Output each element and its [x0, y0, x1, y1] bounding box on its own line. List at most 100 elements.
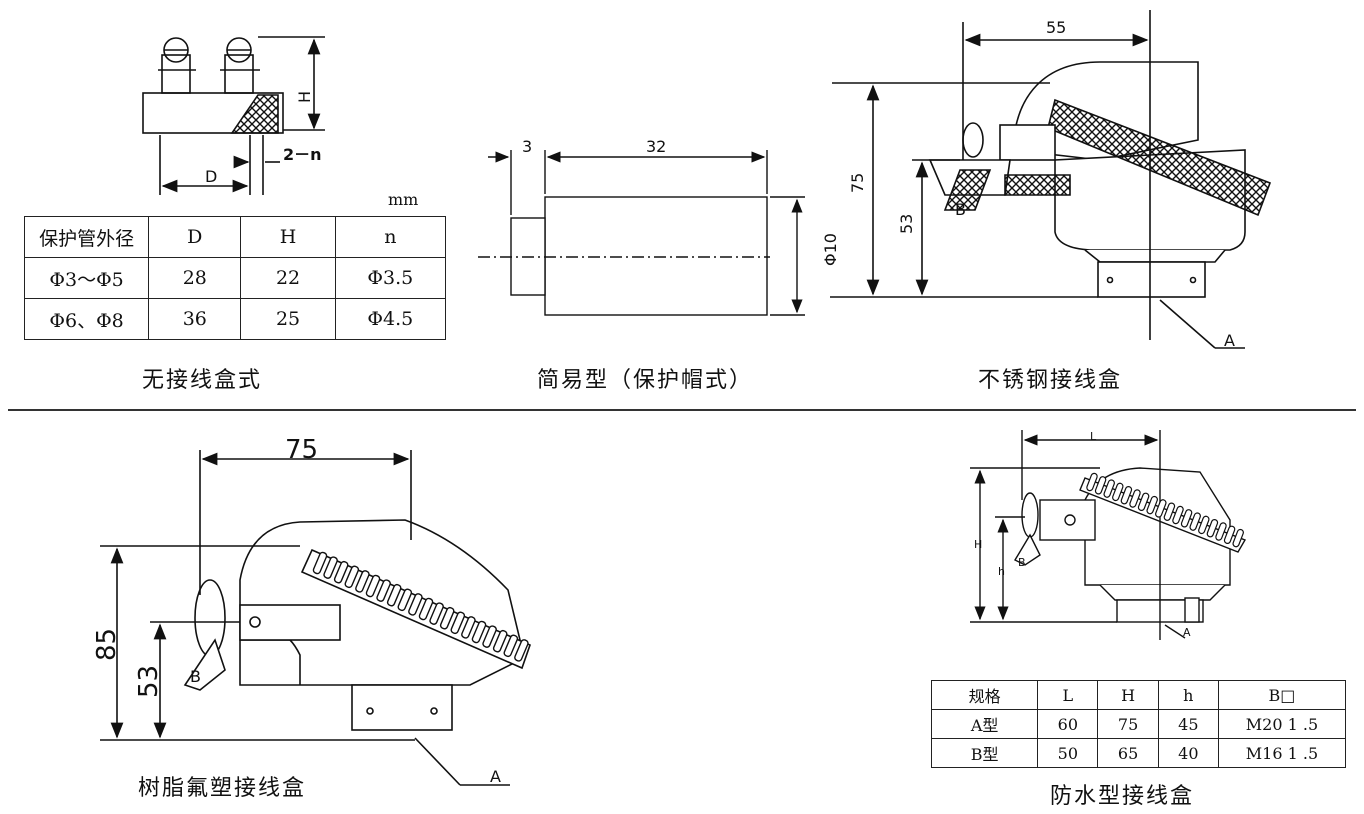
lid-rib [1215, 522, 1227, 541]
lid-rib [1206, 518, 1219, 538]
header-cell: B□ [1217, 680, 1347, 710]
lid-rib [312, 551, 328, 575]
lid-rib [503, 634, 519, 658]
table-cell: B型 [930, 738, 1039, 768]
lid-rib [323, 556, 338, 579]
table-cell: Φ6、Φ8 [23, 298, 150, 340]
header-cell: 保护管外径 [23, 216, 150, 258]
dim-phi10-label: Φ10 [821, 233, 840, 266]
caption-no-box: 无接线盒式 [142, 368, 263, 393]
header-cell: n [334, 216, 447, 258]
lid-rib [1198, 515, 1210, 535]
label-a-waterproof: A [1183, 626, 1191, 639]
header-cell: L [1037, 680, 1099, 710]
dim-53-resin-label: 53 [134, 665, 164, 698]
dim-75-label: 75 [848, 173, 867, 193]
caption-stainless: 不锈钢接线盒 [978, 368, 1123, 393]
table-row: A型 60 75 45 M20 1 .5 [930, 709, 1347, 739]
no-box-drawing [142, 36, 325, 195]
table-cell: 75 [1097, 709, 1159, 739]
label-b-resin: B [190, 667, 201, 686]
lid-rib [1180, 509, 1193, 528]
dim-53-label: 53 [897, 214, 916, 234]
stainless-box-drawing [830, 10, 1272, 349]
table-cell: Φ4.5 [334, 298, 447, 340]
label-b: B [955, 200, 966, 219]
table-cell: 50 [1037, 738, 1099, 768]
lid-rib [439, 606, 455, 630]
lid-rib [344, 565, 360, 589]
lid-rib [376, 579, 391, 602]
lid-rib [408, 593, 423, 616]
lid-rib [514, 639, 529, 662]
header-cell: h [1157, 680, 1219, 710]
table-row: Φ3～Φ5 28 22 Φ3.5 [23, 257, 447, 299]
table-cell: 40 [1157, 738, 1219, 768]
table-cell: A型 [930, 709, 1039, 739]
header-cell: D [148, 216, 242, 258]
lid-rib [1094, 476, 1107, 495]
table-cell: 65 [1097, 738, 1159, 768]
table-cell: 22 [240, 257, 336, 299]
dim-85-label: 85 [92, 628, 122, 661]
waterproof-spec-table: 规格 L H h B□ A型 60 75 45 M20 1 .5 B型 50 6… [930, 680, 1347, 768]
lid-rib [1223, 525, 1236, 545]
table-cell: Φ3.5 [334, 257, 447, 299]
table-cell: M16 1 .5 [1217, 738, 1347, 768]
lid-rib [1146, 495, 1158, 515]
lid-rib [397, 588, 413, 612]
table-cell: M20 1 .5 [1217, 709, 1347, 739]
table-cell: 28 [148, 257, 242, 299]
label-a: A [1224, 331, 1235, 350]
dim-n-label: 2－n [283, 145, 322, 164]
caption-waterproof: 防水型接线盒 [1050, 784, 1195, 809]
header-cell: H [240, 216, 336, 258]
table-row: Φ6、Φ8 36 25 Φ4.5 [23, 298, 447, 340]
dim-55-label: 55 [1046, 18, 1066, 37]
unit-label: mm [388, 190, 419, 209]
lid-rib [461, 616, 476, 639]
lid-rib [1120, 485, 1133, 505]
caption-resin: 树脂氟塑接线盒 [138, 776, 307, 801]
lid-rib [429, 602, 444, 625]
lid-rib [492, 629, 508, 653]
header-cell: 规格 [930, 680, 1039, 710]
lid-rib [1163, 502, 1176, 521]
lid-rib [1103, 479, 1115, 498]
lid-rib [1129, 489, 1141, 508]
label-a-resin: A [490, 767, 501, 786]
table-header-row: 规格 L H h B□ [930, 680, 1347, 710]
label-b-waterproof: B [1018, 556, 1026, 569]
lid-rib [386, 583, 402, 607]
caption-simple: 简易型（保护帽式） [537, 368, 754, 393]
dim-32-label: 32 [646, 137, 666, 156]
dim-l-label: L [1090, 430, 1097, 443]
lid-rib [1137, 492, 1150, 512]
table-cell: Φ3～Φ5 [23, 257, 150, 299]
waterproof-box-drawing [970, 430, 1247, 640]
lid-rib [355, 570, 370, 593]
dim-h-upper-label: H [974, 538, 982, 551]
lid-rib [1189, 512, 1201, 531]
table-row: B型 50 65 40 M16 1 .5 [930, 738, 1347, 768]
no-box-spec-table: 保护管外径 D H n Φ3～Φ5 28 22 Φ3.5 Φ6、Φ8 36 25… [23, 216, 447, 340]
lid-rib [482, 625, 497, 648]
lid-rib [1112, 482, 1124, 502]
dim-3-label: 3 [522, 137, 532, 156]
table-cell: 60 [1037, 709, 1099, 739]
simple-cap-drawing [478, 150, 805, 316]
dim-h-lower-label: h [998, 565, 1005, 578]
table-cell: 25 [240, 298, 336, 340]
lid-rib [1232, 528, 1244, 548]
dim-d-label: D [205, 167, 217, 186]
lid-rib [450, 611, 466, 635]
waterproof-lid-ribs [1086, 472, 1244, 548]
lid-rib [365, 574, 381, 598]
lid-rib [333, 560, 349, 584]
table-cell: 36 [148, 298, 242, 340]
lid-rib [418, 597, 434, 621]
resin-lid-ribs [312, 551, 529, 662]
header-cell: H [1097, 680, 1159, 710]
dim-75-resin-label: 75 [285, 435, 318, 465]
